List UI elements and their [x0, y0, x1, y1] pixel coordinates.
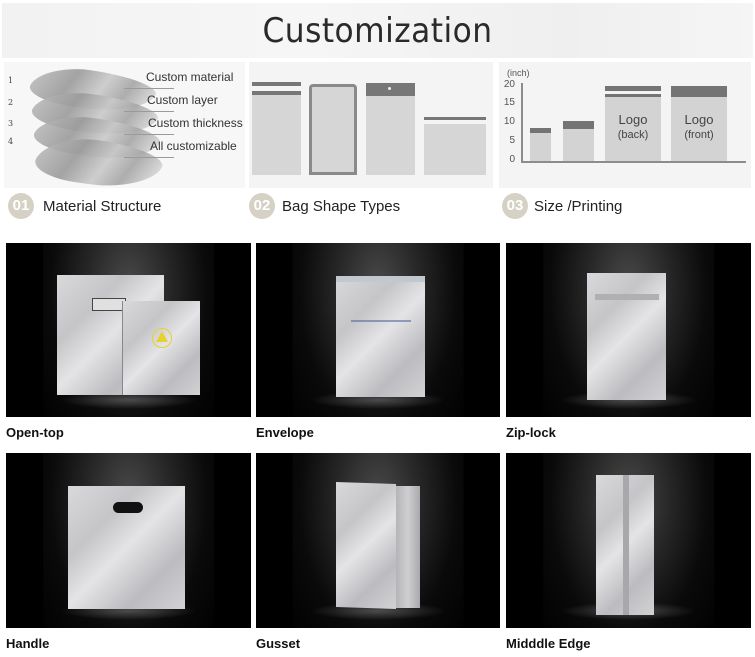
printed-text-line — [351, 320, 411, 322]
product-caption: Envelope — [256, 425, 314, 440]
floor-glow — [59, 391, 198, 409]
seal-strip — [424, 117, 486, 120]
layer-number: 4 — [8, 137, 14, 146]
esd-label-icon — [92, 298, 126, 311]
middle-seal — [623, 475, 629, 615]
chart-unit-label: (inch) — [507, 68, 530, 78]
chart-bar — [563, 129, 594, 161]
chart-y-axis — [521, 83, 523, 162]
bar-sublabel: (front) — [684, 129, 714, 141]
seal-strip — [252, 82, 301, 86]
layer-number: 2 — [8, 98, 14, 107]
chart-bar-logo-front: Logo (front) — [671, 97, 727, 161]
gusset-bag-front — [336, 481, 396, 610]
section-number-badge: 01 — [8, 193, 34, 219]
zip-lock-shape — [366, 96, 415, 175]
chart-bar-top — [563, 121, 594, 129]
product-caption: Gusset — [256, 636, 301, 651]
page-title: Customization — [262, 11, 493, 51]
envelope-bag-image — [336, 276, 425, 397]
bar-label: Logo — [684, 112, 714, 127]
y-tick: 0 — [509, 154, 515, 165]
layer-number: 3 — [8, 119, 14, 128]
product-photo-handle[interactable] — [6, 453, 251, 628]
section-number-badge: 02 — [249, 193, 275, 219]
layer-number: 1 — [8, 76, 14, 85]
y-tick: 15 — [503, 97, 515, 108]
section-number-badge: 03 — [502, 193, 528, 219]
layer-label: Custom thickness — [148, 116, 243, 130]
product-photo-middle-edge[interactable] — [506, 453, 751, 628]
bar-sublabel: (back) — [617, 129, 649, 141]
chart-bar-top — [605, 94, 661, 97]
flat-bag-shape — [424, 124, 486, 175]
leader-line — [124, 88, 174, 89]
envelope-shape — [309, 84, 357, 175]
y-tick: 5 — [509, 135, 515, 146]
customization-banner: Customization — [2, 3, 753, 58]
chart-x-axis — [521, 161, 746, 163]
product-photo-envelope[interactable] — [256, 243, 500, 417]
esd-warning-icon — [152, 328, 172, 348]
chart-bar-logo-back: Logo (back) — [605, 97, 661, 161]
zip-lock-bag-image — [587, 273, 666, 400]
product-photo-open-top[interactable] — [6, 243, 251, 417]
gusset-bag-side — [396, 486, 420, 608]
section-label-material: Material Structure — [43, 198, 162, 215]
layer-label: Custom layer — [147, 93, 218, 107]
product-photo-zip-lock[interactable] — [506, 243, 751, 417]
product-caption: Handle — [6, 636, 50, 651]
chart-bar — [530, 133, 551, 161]
product-caption: Zip-lock — [506, 425, 556, 440]
material-structure-illustration: 1 2 3 4 Custom material Custom layer Cus… — [4, 62, 245, 193]
section-label-bag-shape: Bag Shape Types — [282, 198, 401, 215]
zip-dot-icon — [388, 87, 391, 90]
section-label-size: Size /Printing — [534, 198, 623, 215]
y-tick: 20 — [503, 79, 515, 90]
bag-small-image — [122, 301, 200, 395]
chart-bar-top — [530, 128, 551, 133]
leader-line — [124, 134, 174, 135]
open-top-shape — [252, 95, 301, 175]
adhesive-strip — [336, 276, 425, 282]
chart-bar-top — [605, 86, 661, 91]
product-photo-gusset[interactable] — [256, 453, 500, 628]
y-tick: 10 — [503, 116, 515, 127]
bar-label: Logo — [618, 112, 648, 127]
seal-strip — [252, 91, 301, 95]
zipper-track — [595, 294, 659, 300]
product-caption: Open-top — [6, 425, 64, 440]
chart-bar-top — [671, 86, 727, 97]
die-cut-handle-hole — [113, 502, 143, 513]
product-caption: Midddle Edge — [506, 636, 591, 651]
layer-label: Custom material — [146, 70, 234, 84]
leader-line — [124, 157, 174, 158]
layer-label: All customizable — [150, 139, 237, 153]
leader-line — [124, 111, 174, 112]
bag-shape-types-illustration — [249, 62, 493, 188]
